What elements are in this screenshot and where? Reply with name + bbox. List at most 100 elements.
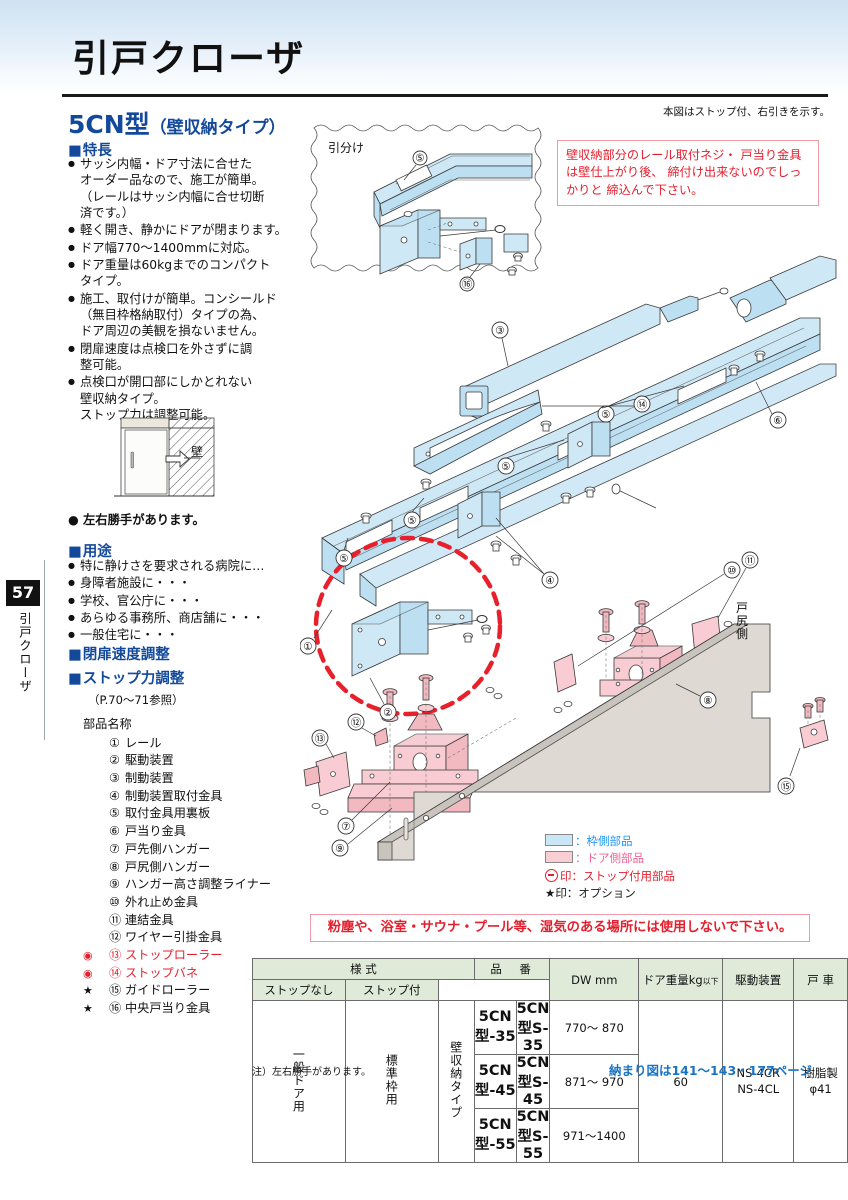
- table-row: 5CN型-55 5CN型S-55 971〜1400: [253, 1108, 848, 1163]
- stop-mark-icon: ◉: [83, 966, 93, 980]
- parts-item-label: 連結金具: [125, 912, 174, 927]
- parts-item-number: ⑪: [109, 912, 122, 927]
- svg-text:⑤: ⑤: [407, 515, 416, 527]
- legend-item-door: ：ドア側部品: [545, 850, 675, 867]
- th-dw: DW mm: [549, 958, 640, 1001]
- svg-text:⑤: ⑤: [415, 153, 424, 165]
- th-part-number: 品 番: [473, 958, 551, 980]
- parts-list-heading: 部品名称: [83, 717, 132, 731]
- header-divider: [62, 94, 828, 97]
- callout-5-inset: [412, 150, 428, 166]
- lead-hanger-assembly: [303, 674, 517, 838]
- svg-text:⑭: ⑭: [637, 399, 648, 411]
- feature-item: サッシ内幅・ドア寸法に合せた オーダー品なので、施工が簡単。 （レールはサッシ内…: [68, 156, 306, 221]
- damper-mount-brackets: [457, 421, 611, 539]
- svg-text:④: ④: [545, 575, 554, 587]
- spec-table: 様 式 品 番 DW mm ドア重量kg以下 駆動装置 戸 車 ストップなし ス…: [252, 958, 848, 1163]
- parts-item-number: ⑭: [109, 965, 122, 980]
- parts-item-number: ⑤: [109, 806, 120, 821]
- model-code: 5CN型: [68, 110, 150, 139]
- legend-item-frame: ：枠側部品: [545, 833, 675, 850]
- svg-text:⑮: ⑮: [781, 781, 792, 793]
- feature-item: 閉扉速度は点検口を外さずに調 整可能。: [68, 341, 306, 374]
- svg-text:⑤: ⑤: [501, 461, 510, 473]
- svg-text:⑤: ⑤: [601, 409, 610, 421]
- star-icon: ★: [545, 885, 556, 900]
- td-weight: 60: [638, 1000, 724, 1163]
- page-number-badge: 57: [6, 580, 40, 606]
- speed-adjust-heading: 閉扉速度調整: [68, 643, 170, 664]
- table-header-row-2: ストップなし ストップ付: [252, 979, 848, 1001]
- parts-item-number: ⑥: [109, 824, 120, 839]
- parts-item-label: 制動装置取付金具: [125, 788, 223, 803]
- svg-text:⑯: ⑯: [462, 279, 473, 291]
- parts-item-number: ⑫: [109, 930, 122, 945]
- td-style-general: 一般ドア用: [252, 1000, 346, 1163]
- exploded-assembly-diagram: 引分け ⑤: [300, 124, 837, 861]
- callout-16-inset: [459, 276, 475, 292]
- td-with-stop: 5CN型S-55: [515, 1108, 551, 1163]
- callout-bubbles: ① ② ③ ④ ⑤ ⑤ ⑤ ⑤ ⑥ ⑦ ⑧: [300, 321, 795, 857]
- parts-item-number: ④: [109, 788, 120, 803]
- door-part-swatch: [545, 851, 573, 864]
- stop-mark-icon: [545, 868, 558, 882]
- parts-item-label: 戸尻側ハンガー: [125, 859, 211, 874]
- usage-heading: 用途: [68, 540, 112, 561]
- td-dw: 971〜1400: [549, 1108, 640, 1163]
- wall-storage-illustration: 壁: [104, 416, 216, 500]
- inset-separating-type-figure: 引分け ⑤: [310, 124, 542, 292]
- legend-label-option: 印：オプション: [555, 885, 636, 900]
- page-tab-label: 引戸クローザ: [17, 612, 32, 693]
- th-weight-sup: 以下: [702, 976, 719, 986]
- svg-text:⑫: ⑫: [351, 717, 362, 729]
- model-name: 5CN型（壁収納タイプ）: [68, 105, 286, 141]
- drive-unit-part: [351, 601, 491, 677]
- feature-item: ドア重量は60kgまでのコンパクト タイプ。: [68, 257, 306, 290]
- legend-item-option: ★印：オプション: [545, 885, 675, 902]
- install-warning-box: 壁収納部分のレール取付ネジ・ 戸当り金具は壁仕上がり後、 締付け出来ないのでしっ…: [557, 140, 819, 206]
- td-with-stop: 5CN型S-35: [515, 1000, 551, 1055]
- handedness-note: ● 左右勝手があります。: [68, 513, 205, 527]
- parts-item-label: 戸当り金具: [125, 824, 186, 839]
- svg-text:⑦: ⑦: [341, 821, 350, 833]
- parts-item-number: ⑯: [109, 1001, 122, 1015]
- td-no-stop: 5CN型-35: [473, 1000, 517, 1055]
- td-roller: 樹脂製 φ41: [793, 1000, 848, 1163]
- td-no-stop: 5CN型-55: [473, 1108, 517, 1163]
- usage-item: あらゆる事務所、商店舗に・・・: [68, 610, 306, 626]
- parts-item-label: ストップバネ: [125, 965, 199, 980]
- highlight-circle: [313, 535, 503, 717]
- table-row: 一般ドア用 標準枠用 壁収納タイプ 5CN型-35 5CN型S-35 770〜 …: [252, 1000, 848, 1163]
- table-note: 注）左右勝手があります。: [252, 1067, 371, 1078]
- wall-label: 壁: [191, 444, 203, 459]
- door-panel: 戸先側 戸尻側: [376, 601, 771, 861]
- adjust-page-ref: （P.70〜71参照）: [88, 693, 184, 707]
- parts-item-number: ⑮: [109, 983, 122, 998]
- star-icon: ★: [83, 1002, 93, 1015]
- feature-item: 施工、取付けが簡単。コンシールド （無目枠格納取付）タイプの為、 ドア周辺の美観…: [68, 291, 306, 340]
- stop-mark-icon: ◉: [83, 948, 93, 962]
- parts-item-number: ⑦: [109, 841, 120, 856]
- usage-item: 一般住宅に・・・: [68, 627, 306, 643]
- table-header-row-1: 様 式 品 番 DW mm ドア重量kg以下 駆動装置 戸 車: [252, 958, 848, 1001]
- th-no-stop: ストップなし: [252, 979, 346, 1001]
- parts-item-label: ワイヤー引掛金具: [125, 930, 223, 945]
- figure-note: 本図はストップ付、右引きを示す。: [663, 106, 830, 118]
- header-gradient-band: [0, 0, 848, 95]
- stop-spring-part: [413, 389, 543, 475]
- th-weight: ドア重量kg以下: [638, 958, 724, 1001]
- legend-item-stop: 印：ストップ付用部品: [545, 868, 675, 885]
- th-drive: 駆動装置: [722, 958, 795, 1001]
- table-page-reference[interactable]: 納まり図は141〜143・177ページ: [608, 1063, 812, 1078]
